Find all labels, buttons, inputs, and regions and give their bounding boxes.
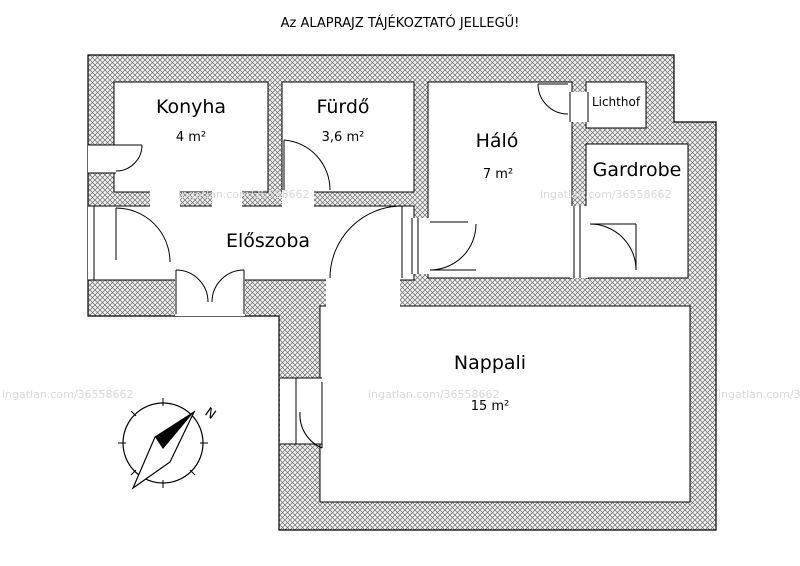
- watermark-text: ingatlan.com/36558662: [718, 388, 800, 401]
- compass: N: [118, 398, 219, 490]
- watermarks: ingatlan.com/36558662 ingatlan.com/36558…: [2, 188, 800, 401]
- room-name-eloszoba: Előszoba: [226, 230, 310, 252]
- eloszoba-floor: [113, 205, 415, 281]
- room-name-konyha: Konyha: [156, 96, 226, 118]
- watermark-text: ingatlan.com/36558662: [368, 388, 500, 401]
- nappali-floor: [319, 305, 691, 503]
- lichthof-floor: [585, 81, 647, 129]
- doors: [115, 83, 637, 449]
- room-name-halo: Háló: [476, 130, 519, 152]
- halo-floor: [427, 81, 573, 279]
- room-name-nappali: Nappali: [454, 352, 526, 374]
- room-name-lichthof: Lichthof: [592, 95, 641, 109]
- room-floors: [113, 81, 691, 503]
- compass-needle: [131, 410, 196, 490]
- room-area-halo: 7 m²: [483, 167, 513, 182]
- furdo-floor: [281, 81, 415, 193]
- room-area-furdo: 3,6 m²: [322, 130, 365, 145]
- plan-title: Az ALAPRAJZ TÁJÉKOZTATÓ JELLEGŰ!: [281, 15, 520, 31]
- compass-needle-tip: [155, 412, 194, 449]
- window-marks: [88, 92, 589, 445]
- konyha-floor: [113, 81, 269, 193]
- watermark-text: ingatlan.com/36558662: [540, 188, 672, 201]
- compass-north-label: N: [202, 405, 219, 423]
- compass-center: [161, 442, 165, 446]
- wall-openings: [88, 92, 588, 444]
- watermark-text: ingatlan.com/36558662: [2, 388, 134, 401]
- room-area-konyha: 4 m²: [176, 130, 206, 145]
- room-name-gardrobe: Gardrobe: [593, 159, 682, 181]
- room-name-furdo: Fürdő: [316, 96, 369, 118]
- room-area-nappali: 15 m²: [471, 399, 510, 414]
- watermark-text: ingatlan.com/36558662: [178, 188, 310, 201]
